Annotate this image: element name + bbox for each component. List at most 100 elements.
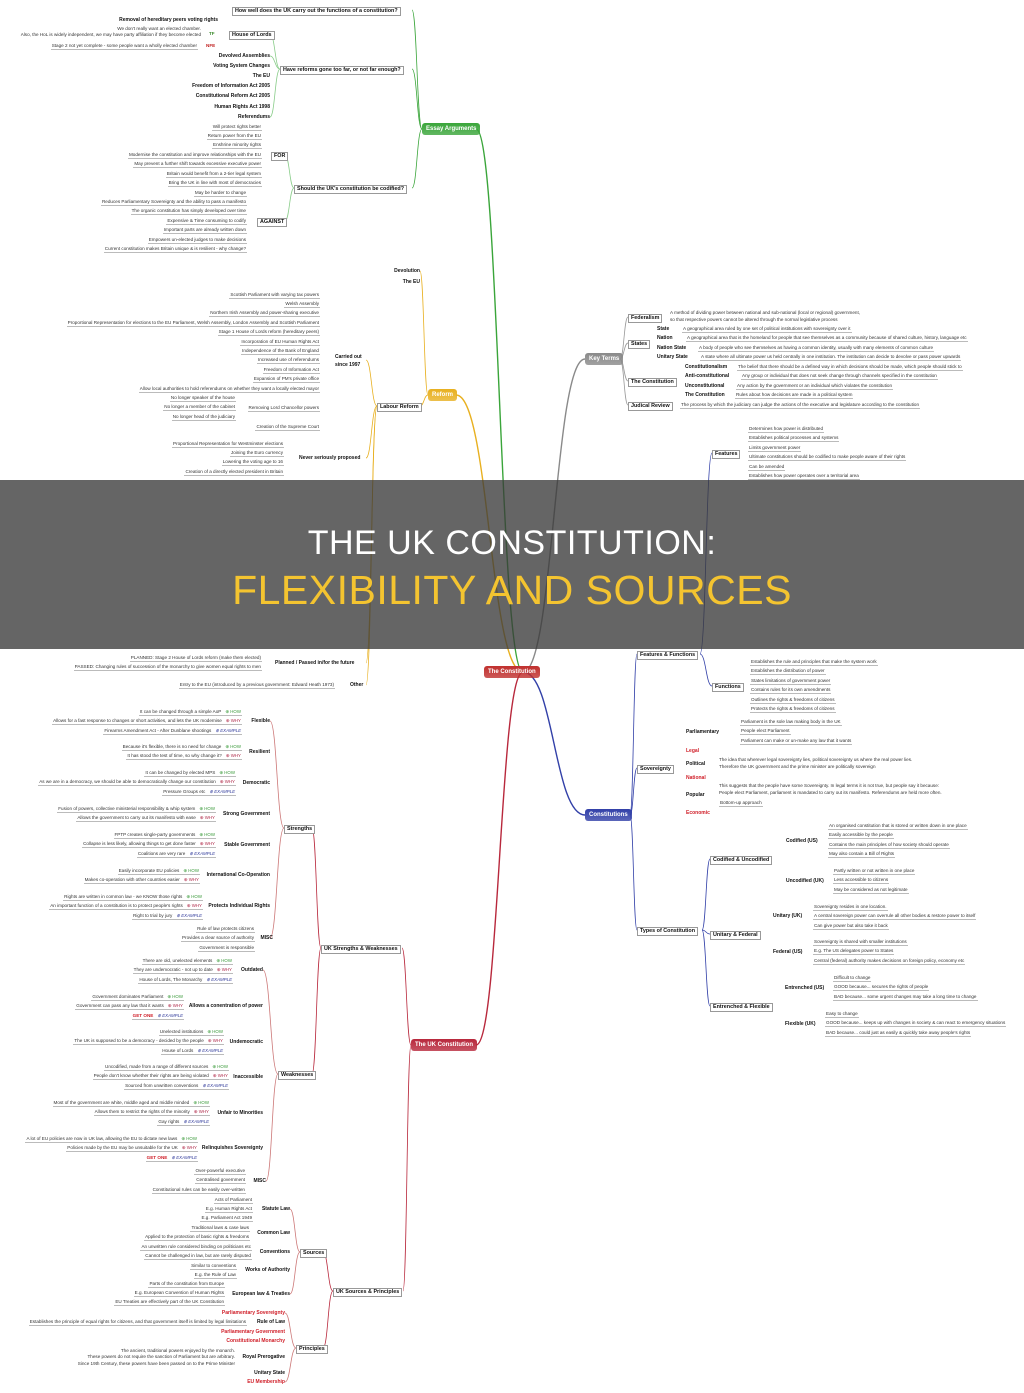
reform-item[interactable]: Devolved Assemblies [218,52,270,59]
federalism-node[interactable]: Federalism [628,313,663,323]
source-item[interactable]: Cannot be challenged in law, but are rar… [144,1252,252,1260]
type-item[interactable]: Partly written or not written in one pla… [833,867,916,875]
eu-node[interactable]: The EU [402,278,420,285]
political-sovereignty[interactable]: Political [686,760,706,767]
type-item[interactable]: May also contain a Bill of Rights [828,851,896,858]
question-reforms[interactable]: Have reforms gone too far, or not far en… [280,65,404,75]
type-sub[interactable]: Codified (US) [786,837,818,844]
features-functions-node[interactable]: Features & Functions [637,650,699,660]
weakness-item[interactable]: Gay rights⊕ EXAMPLE [157,1119,210,1126]
carried-out-item[interactable]: Incorporation of EU Human Rights Act [240,338,320,346]
strength-6[interactable]: Protects Individual Rights [208,902,270,909]
economic-sovereignty[interactable]: Economic [686,809,710,816]
source-item[interactable]: Parts of the constitution from Europe [148,1280,225,1288]
sources-principles-node[interactable]: UK Sources & Principles [333,1287,403,1297]
type-item[interactable]: Contains the main principles of how soci… [828,841,950,849]
planned-node[interactable]: Planned / Passed in/for the future [275,659,355,666]
strength-item[interactable]: Pressure Groups etc⊕ EXAMPLE [162,789,236,796]
parliamentary-item[interactable]: People elect Parliament [740,728,791,735]
weakness-item[interactable]: A lot of EU policies are now in UK law, … [25,1136,198,1143]
weaknesses-misc-node[interactable]: MISC [253,1177,267,1184]
popular-desc[interactable]: This suggests that the people have some … [719,782,940,788]
strengths-misc-item[interactable]: Rule of law protects citizens [196,925,255,933]
legal-sovereignty[interactable]: Legal [686,747,700,754]
house-of-lords-node[interactable]: House of Lords [229,30,275,40]
weaknesses-misc-item[interactable]: Constitutional rules can be easily over-… [151,1186,246,1194]
source-item[interactable]: Applied to the protection of basic right… [144,1233,250,1241]
strengths-node[interactable]: Strengths [284,824,316,834]
reform-item[interactable]: Constitutional Reform Act 2005 [195,93,270,100]
carried-out-node[interactable]: Carried out [335,353,362,360]
strength-item[interactable]: Easily incorporate EU policies⊕ HOW [117,868,200,875]
strength-item[interactable]: As we are in a democracy, we should be a… [38,779,236,786]
type-item[interactable]: BAD because... could just as easily & qu… [825,1029,972,1037]
against-item[interactable]: The organic constitution has simply deve… [130,208,247,216]
function-item[interactable]: Protects the rights & freedoms of citize… [750,706,836,713]
type-sub[interactable]: Uncodified (UK) [786,877,824,884]
against-item[interactable]: May be harder to change [193,189,247,197]
reform-item[interactable]: Voting System Changes [213,62,270,69]
strength-item[interactable]: Right to trial by jury⊕ EXAMPLE [132,913,203,920]
source-2[interactable]: Conventions [259,1248,290,1255]
strength-item[interactable]: Makes co-operation with other countries … [83,877,200,884]
weakness-item[interactable]: GET ONE⊕ EXAMPLE [131,1013,184,1020]
states-node[interactable]: States [628,339,651,349]
feature-item[interactable]: Can be amended [748,463,786,471]
strength-item[interactable]: Allows for a fast response to changes or… [52,718,242,725]
key-terms-node[interactable]: Key Terms [585,353,624,365]
strengths-weaknesses-node[interactable]: UK Strengths & Weaknesses [321,944,401,954]
parliamentary-sovereignty[interactable]: Parliamentary [686,728,720,735]
other-node[interactable]: Other [350,681,364,688]
for-item[interactable]: Return power from the EU [206,132,262,140]
constitution-term[interactable]: The Constitution [685,392,725,398]
type-item[interactable]: A central sovereign power can overrule a… [813,913,977,920]
source-item[interactable]: E.g. the Rule of Law [193,1271,237,1279]
type-sub[interactable]: Unitary (UK) [773,912,803,919]
type-item[interactable]: Sovereignty resides in one location. [813,903,888,911]
carried-out-item[interactable]: Freedom of Information Act [262,366,320,374]
popular-desc[interactable]: People elect Parliament, parliament is m… [719,789,942,795]
source-item[interactable]: EU Treaties are effectively part of the … [114,1299,225,1307]
weakness-item[interactable]: GET ONE⊕ EXAMPLE [145,1155,198,1162]
strengths-misc-item[interactable]: Government is responsible [198,944,255,952]
principle-item[interactable]: Constitutional Monarchy [226,1337,285,1344]
state-term[interactable]: State [657,325,670,332]
source-4[interactable]: European law & Treaties [232,1290,290,1297]
source-1[interactable]: Common Law [257,1229,290,1236]
feature-item[interactable]: Limits government power [748,444,802,452]
constitution-term[interactable]: Unconstitutional [685,382,725,389]
carried-out-item[interactable]: Welsh Assembly [284,300,320,308]
question-codified[interactable]: Should the UK's constitution be codified… [294,184,407,194]
planned-item[interactable]: PASSED: Changing rules of succession of … [73,663,262,671]
for-node[interactable]: FOR [271,151,289,161]
type-group[interactable]: Unitary & Federal [710,930,761,940]
strength-item[interactable]: Allows the government to carry out its m… [76,815,216,822]
weakness-item[interactable]: Government dominates Parliament⊕ HOW [91,994,184,1001]
for-item[interactable]: Britain would benefit from a 2-tier lega… [165,170,262,178]
lord-chancellor-node[interactable]: Removing Lord Chancellor powers [247,404,320,412]
weakness-item[interactable]: Unelected institutions⊕ HOW [158,1029,224,1036]
carried-out-item[interactable]: Proportional Representation for election… [66,319,320,327]
type-item[interactable]: Can give power but also take it back [813,922,889,930]
weakness-4[interactable]: Unfair to Minorities [217,1109,263,1116]
for-item[interactable]: Will protect rights better [211,123,262,131]
weaknesses-misc-item[interactable]: Over-powerful executive [194,1167,246,1175]
carried-out-item[interactable]: Expansion of PM's private office [252,376,320,384]
carried-out-item[interactable]: Independence of the Bank of England [241,347,320,355]
state-term[interactable]: Nation [657,335,673,341]
type-item[interactable]: Less accessible to citizens [833,877,890,884]
strengths-misc-node[interactable]: MISC [260,934,274,941]
question-functions[interactable]: How well does the UK carry out the funct… [232,6,401,16]
type-sub[interactable]: Entrenched (US) [785,984,825,991]
type-sub[interactable]: Flexible (UK) [785,1020,816,1027]
never-proposed-item[interactable]: Creation of a directly elected president… [184,468,284,476]
reform-item[interactable]: Freedom of Information Act 2005 [192,83,270,90]
hol-removal-item[interactable]: Removal of hereditary peers voting right… [119,16,218,23]
uk-constitution-node[interactable]: The UK Constitution [411,1039,477,1051]
source-item[interactable]: E.g. Parliament Act 1949 [200,1215,253,1223]
weakness-item[interactable]: They are undemocratic - not up to date⊕ … [132,967,233,974]
strength-5[interactable]: International Co-Operation [206,871,270,878]
strength-4[interactable]: Stable Government [224,841,270,848]
carried-out-item[interactable]: Scottish Parliament with varying tax pow… [229,291,320,299]
principles-node[interactable]: Principles [296,1344,328,1354]
